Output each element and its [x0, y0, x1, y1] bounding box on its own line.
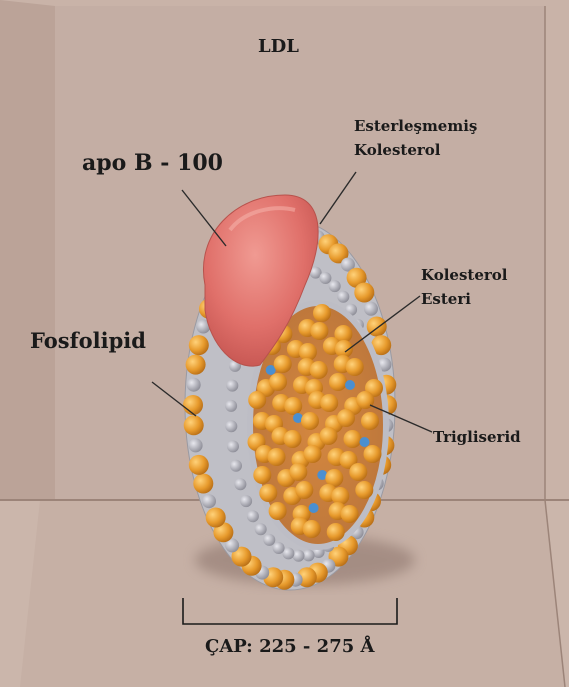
cholesteryl-ester-molecule [355, 481, 373, 499]
label-esterlesmemis-line1: Esterleşmemiş [354, 117, 477, 136]
phospholipid-head [354, 283, 374, 303]
phospholipid-tail [329, 280, 341, 292]
phospholipid-tail [230, 460, 242, 472]
cholesterol-molecule [360, 437, 370, 447]
cholesterol-molecule [309, 503, 319, 513]
cholesteryl-ester-molecule [301, 412, 319, 430]
phospholipid-bead [187, 378, 201, 392]
phospholipid-head [183, 395, 203, 415]
cholesteryl-ester-molecule [320, 427, 338, 445]
cholesteryl-ester-molecule [274, 355, 292, 373]
label-apo-b100: apo B - 100 [82, 150, 223, 178]
cholesteryl-ester-molecule [341, 505, 359, 523]
cholesteryl-ester-molecule [344, 430, 362, 448]
phospholipid-tail [226, 380, 238, 392]
cholesteryl-ester-molecule [337, 409, 355, 427]
cholesteryl-ester-molecule [320, 394, 338, 412]
cholesteryl-ester-molecule [303, 520, 321, 538]
phospholipid-head [186, 355, 206, 375]
cholesteryl-ester-molecule [269, 373, 287, 391]
label-diameter: ÇAP: 225 - 275 Å [205, 636, 374, 659]
cholesteryl-ester-molecule [346, 358, 364, 376]
cholesteryl-ester-molecule [313, 304, 331, 322]
cholesteryl-ester-molecule [259, 484, 277, 502]
cholesteryl-ester-molecule [327, 523, 345, 541]
label-kolesterol-esteri-line2: Esteri [421, 290, 471, 309]
phospholipid-tail [225, 400, 237, 412]
cholesteryl-ester-molecule [310, 361, 328, 379]
cholesteryl-ester-molecule [268, 448, 286, 466]
phospholipid-tail [293, 550, 305, 562]
cholesteryl-ester-molecule [284, 397, 302, 415]
cholesteryl-ester-molecule [289, 463, 307, 481]
diagram-title: LDL [258, 36, 299, 59]
phospholipid-tail [255, 523, 267, 535]
phospholipid-tail [227, 440, 239, 452]
cholesteryl-ester-molecule [331, 487, 349, 505]
cholesteryl-ester-molecule [269, 502, 287, 520]
phospholipid-tail [225, 420, 237, 432]
phospholipid-head [189, 335, 209, 355]
phospholipid-tail [273, 542, 285, 554]
label-fosfolipid: Fosfolipid [30, 328, 146, 354]
cholesteryl-ester-molecule [310, 322, 328, 340]
label-trigliserid: Trigliserid [433, 428, 521, 447]
phospholipid-tail [247, 510, 259, 522]
left-shadow [0, 0, 55, 510]
label-esterlesmemis-line2: Kolesterol [354, 141, 440, 160]
phospholipid-head [206, 508, 226, 528]
phospholipid-tail [319, 272, 331, 284]
cholesteryl-ester-molecule [361, 412, 379, 430]
phospholipid-head [184, 415, 204, 435]
cholesteryl-ester-molecule [253, 466, 271, 484]
phospholipid-tail [240, 495, 252, 507]
phospholipid-tail [337, 291, 349, 303]
cholesteryl-ester-molecule [248, 391, 266, 409]
cholesteryl-ester-molecule [295, 481, 313, 499]
label-kolesterol-esteri-line1: Kolesterol [421, 266, 507, 285]
phospholipid-tail [234, 478, 246, 490]
phospholipid-bead [202, 494, 216, 508]
cholesterol-molecule [345, 380, 355, 390]
cholesteryl-ester-molecule [329, 373, 347, 391]
cholesteryl-ester-molecule [284, 430, 302, 448]
cholesteryl-ester-molecule [349, 463, 367, 481]
phospholipid-head [193, 474, 213, 494]
cholesteryl-ester-molecule [364, 445, 382, 463]
phospholipid-bead [189, 438, 203, 452]
phospholipid-tail [263, 534, 275, 546]
cholesteryl-ester-molecule [304, 445, 322, 463]
phospholipid-head [189, 455, 209, 475]
phospholipid-bead [364, 302, 378, 316]
